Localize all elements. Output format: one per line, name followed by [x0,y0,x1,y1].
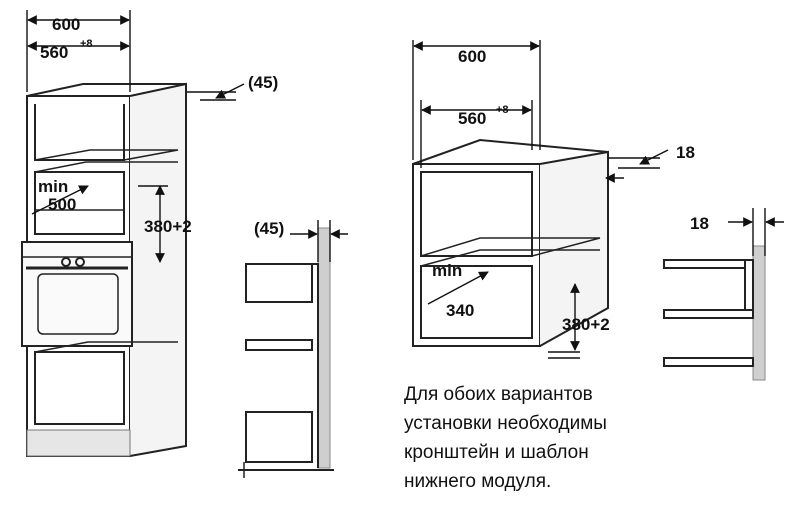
cabinet-plinth [26,429,131,457]
left-inner-tol-label: +8 [80,38,93,50]
left-height-gap-label: 380+2 [144,217,192,236]
min-arrow [31,185,89,215]
right-min-value: 340 [446,301,474,320]
side-upper-shelf [245,263,313,303]
left-inner-width-label: 560 [40,43,68,62]
left-width-label: 600 [52,15,80,34]
wall-panel [317,227,331,469]
note-line: установки необходимы [404,413,607,434]
oven-knob-left [61,257,71,267]
upper-open-shelf [420,171,533,257]
right-width-label: 600 [458,47,486,66]
cabinet-side [129,82,187,457]
left-min-value: 500 [48,195,76,214]
oven-knob-right [75,257,85,267]
middle-dimensions [290,220,348,262]
middle-offset-label: (45) [254,219,284,238]
bracket-bottom [663,357,754,367]
far-right-dimensions [728,208,784,256]
right-offset-label: 18 [676,143,695,162]
far-right-offset-label: 18 [690,214,709,233]
left-offset-label: (45) [248,73,278,92]
tall-cabinet-side-view [238,227,334,478]
r-offset-arrow [639,149,669,165]
upper-shelf [34,104,125,161]
bracket-riser [744,259,754,315]
microwave-niche [34,171,125,235]
note-line: кронштейн и шаблон [404,442,589,463]
right-inner-tol-label: +8 [496,104,509,116]
installation-note: Для обоих вариантов установки необходимы… [404,380,704,496]
microwave-niche-r [420,265,533,339]
note-line: нижнего модуля. [404,471,552,492]
upper-cabinet [412,138,609,347]
lower-compartment [34,351,125,425]
lower-depth [34,341,178,353]
bracket-top [663,259,754,269]
right-dimensions [412,40,669,359]
left-dimensions [26,10,245,263]
upper-cabinet-top [412,138,609,165]
right-inner-width-label: 560 [458,109,486,128]
side-mid-shelf [245,339,313,351]
upper-bracket-side-view [663,245,766,381]
right-height-gap-label: 380+2 [562,315,610,334]
side-bottom-bay [245,411,313,463]
tall-cabinet [21,82,187,457]
upper-shelf-depth-r [420,237,601,257]
cabinet-top [26,83,186,97]
bracket-mid [663,309,754,319]
note-line: Для обоих вариантов [404,384,593,405]
niche-depth [34,161,178,173]
upper-shelf-depth [34,149,179,161]
offset-arrow [215,83,245,99]
left-min-label: min [38,177,68,196]
niche-depth-r [420,249,600,267]
r-min-arrow [427,271,489,305]
right-min-label: min [432,261,462,280]
wall-panel-r [752,245,766,381]
oven-window [37,273,119,335]
